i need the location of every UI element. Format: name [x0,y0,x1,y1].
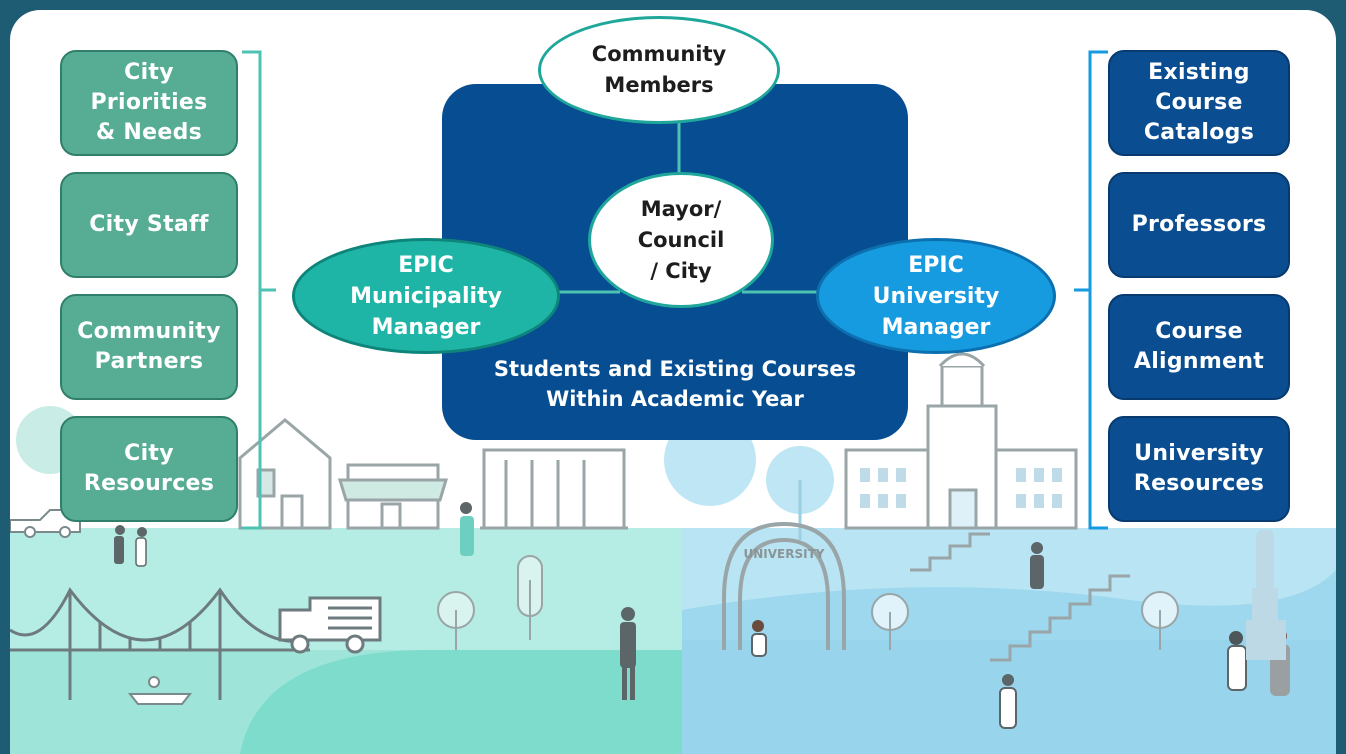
course-alignment-box: Course Alignment [1108,294,1290,400]
center-connectors [558,122,820,294]
epic-municipality-manager-node: EPIC Municipality Manager [292,238,560,354]
students-courses-label: Students and Existing Courses Within Aca… [493,357,857,411]
university-bracket [1074,50,1108,530]
city-priorities-box: City Priorities & Needs [60,50,238,156]
community-partners-box: Community Partners [60,294,238,400]
city-university-illustration: UNIVERSITY [10,328,1336,754]
arch-text: UNIVERSITY [744,547,825,561]
epic-university-manager-node: EPIC University Manager [816,238,1056,354]
university-resources-box: University Resources [1108,416,1290,522]
city-resources-box: City Resources [60,416,238,522]
city-bracket [242,50,276,530]
professors-box: Professors [1108,172,1290,278]
mayor-council-city-node: Mayor/ Council / City [588,172,774,308]
city-staff-box: City Staff [60,172,238,278]
community-members-node: Community Members [538,16,780,124]
diagram-card: UNIVERSITY [10,10,1336,754]
existing-course-catalogs-box: Existing Course Catalogs [1108,50,1290,156]
